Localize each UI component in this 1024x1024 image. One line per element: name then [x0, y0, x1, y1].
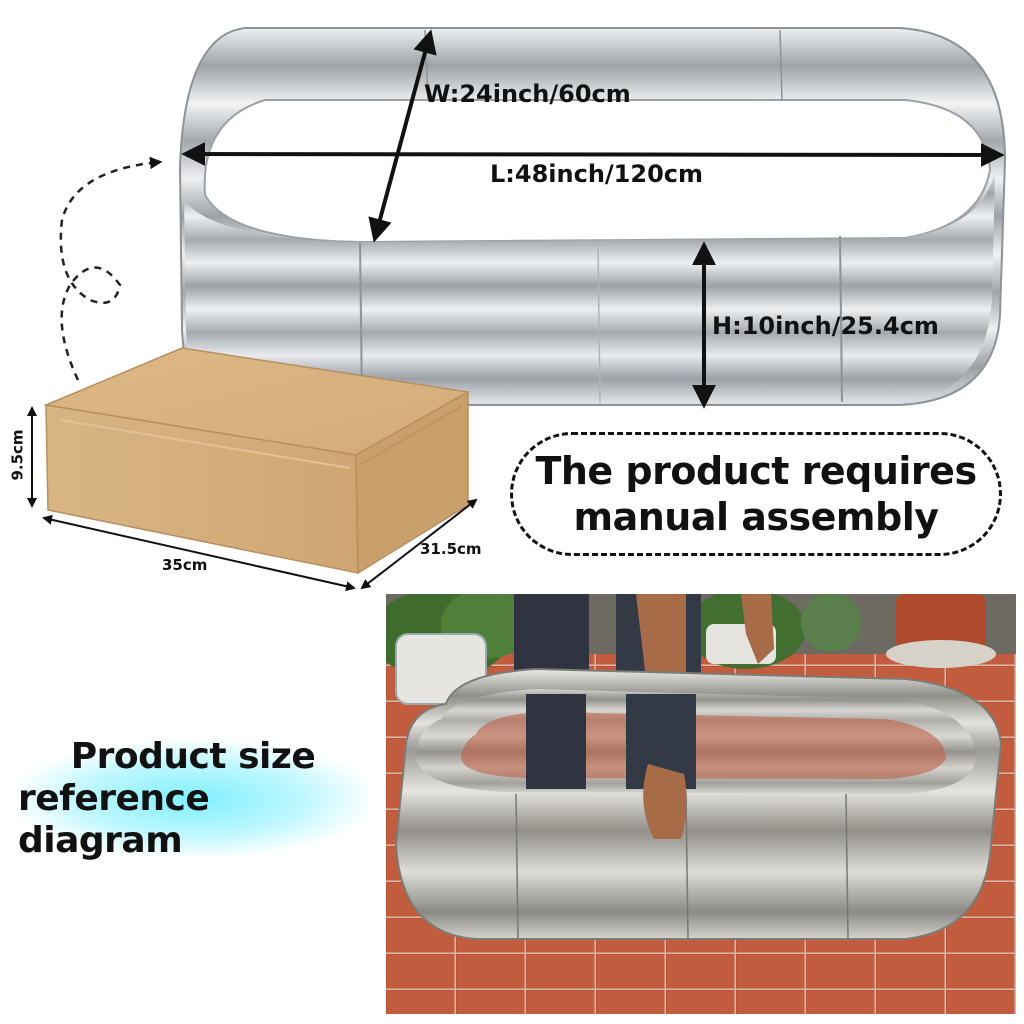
box-height-label: 9.5cm: [8, 429, 27, 481]
size-reference-label: Product size reference diagram: [18, 736, 368, 861]
box-depth-label: 31.5cm: [420, 540, 482, 558]
size-reference-line-2: reference diagram: [18, 778, 210, 861]
box-length-label: 35cm: [162, 556, 208, 574]
shipping-box-drawing: [43, 347, 471, 575]
callout-line-1: The product requires: [535, 449, 977, 493]
callout-line-2: manual assembly: [573, 495, 940, 539]
width-label: W:24inch/60cm: [424, 80, 631, 108]
size-reference-line-1: Product size: [70, 736, 316, 777]
length-arrow: [181, 142, 1005, 167]
assembly-callout: The product requires manual assembly: [510, 432, 1002, 556]
assembly-photo: [386, 594, 1016, 1014]
width-arrow: [368, 29, 437, 243]
dashed-connector: [59, 156, 163, 381]
box-depth-arrow: [360, 498, 478, 590]
length-label: L:48inch/120cm: [490, 160, 704, 188]
assembly-photo-illustration: [386, 594, 1016, 1014]
box-length-arrow: [42, 514, 356, 592]
height-label: H:10inch/25.4cm: [712, 312, 939, 340]
